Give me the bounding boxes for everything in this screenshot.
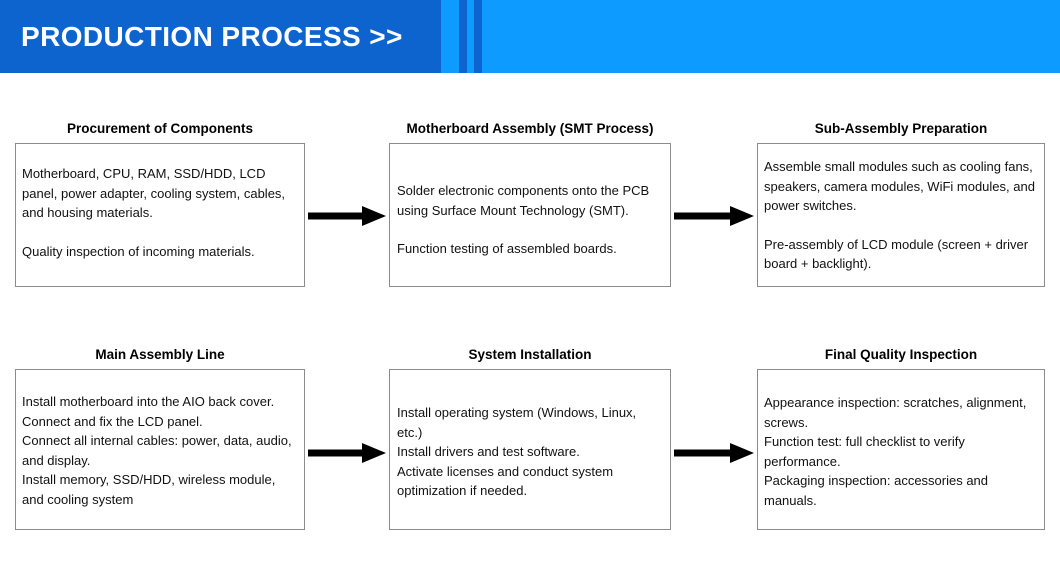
node-paragraph: Activate licenses and conduct system opt…	[397, 463, 614, 499]
node-title: System Installation	[468, 347, 592, 362]
node-paragraph: Install motherboard into the AIO back co…	[22, 394, 275, 409]
node-body: Install motherboard into the AIO back co…	[22, 392, 296, 510]
node-paragraph: Motherboard, CPU, RAM, SSD/HDD, LCD pane…	[22, 166, 286, 221]
banner-stripe-2	[459, 0, 467, 73]
arrow-right-icon	[308, 203, 386, 229]
node-title: Procurement of Components	[66, 121, 253, 136]
banner-dark-background	[0, 0, 441, 73]
node-paragraph: Function test: full checklist to verify …	[764, 434, 965, 469]
banner-stripe-3	[467, 0, 474, 73]
node-body: Motherboard, CPU, RAM, SSD/HDD, LCD pane…	[22, 164, 296, 261]
node-paragraph: Appearance inspection: scratches, alignm…	[764, 395, 1027, 430]
arrow-right-icon	[674, 203, 754, 229]
node-paragraph: Function testing of assembled boards.	[397, 241, 617, 257]
node-paragraph: Solder electronic components onto the PC…	[397, 183, 650, 218]
node-paragraph: Install operating system (Windows, Linux…	[397, 405, 637, 440]
node-title: Final Quality Inspection	[824, 347, 978, 362]
banner-stripe-4	[474, 0, 482, 73]
node-body: Assemble small modules such as cooling f…	[764, 157, 1038, 274]
arrow-right-icon	[674, 440, 754, 466]
node-box: Install motherboard into the AIO back co…	[15, 369, 305, 530]
node-paragraph: Packaging inspection: accessories and ma…	[764, 473, 989, 508]
node-paragraph: Connect and fix the LCD panel.	[22, 413, 203, 429]
node-paragraph: Quality inspection of incoming materials…	[22, 243, 255, 259]
node-paragraph: Pre-assembly of LCD module (screen + dri…	[764, 236, 1029, 272]
banner-stripe-1	[441, 0, 459, 73]
header-banner: PRODUCTION PROCESS >>	[0, 0, 1060, 73]
node-box: Install operating system (Windows, Linux…	[389, 369, 671, 530]
node-box: Appearance inspection: scratches, alignm…	[757, 369, 1045, 530]
node-body: Appearance inspection: scratches, alignm…	[764, 393, 1038, 511]
node-box: Motherboard, CPU, RAM, SSD/HDD, LCD pane…	[15, 143, 305, 287]
node-box: Assemble small modules such as cooling f…	[757, 143, 1045, 287]
node-body: Solder electronic components onto the PC…	[397, 181, 660, 259]
node-paragraph: Assemble small modules such as cooling f…	[764, 159, 1035, 214]
node-title: Sub-Assembly Preparation	[814, 121, 988, 136]
node-body: Install operating system (Windows, Linux…	[397, 403, 660, 501]
node-title: Motherboard Assembly (SMT Process)	[406, 121, 654, 136]
node-paragraph: Install memory, SSD/HDD, wireless module…	[22, 472, 276, 507]
page-title: PRODUCTION PROCESS >>	[21, 21, 403, 52]
node-paragraph: Connect all internal cables: power, data…	[22, 433, 292, 468]
arrow-right-icon	[308, 440, 386, 466]
node-paragraph: Install drivers and test software.	[397, 444, 580, 460]
node-title: Main Assembly Line	[95, 347, 225, 362]
node-box: Solder electronic components onto the PC…	[389, 143, 671, 287]
